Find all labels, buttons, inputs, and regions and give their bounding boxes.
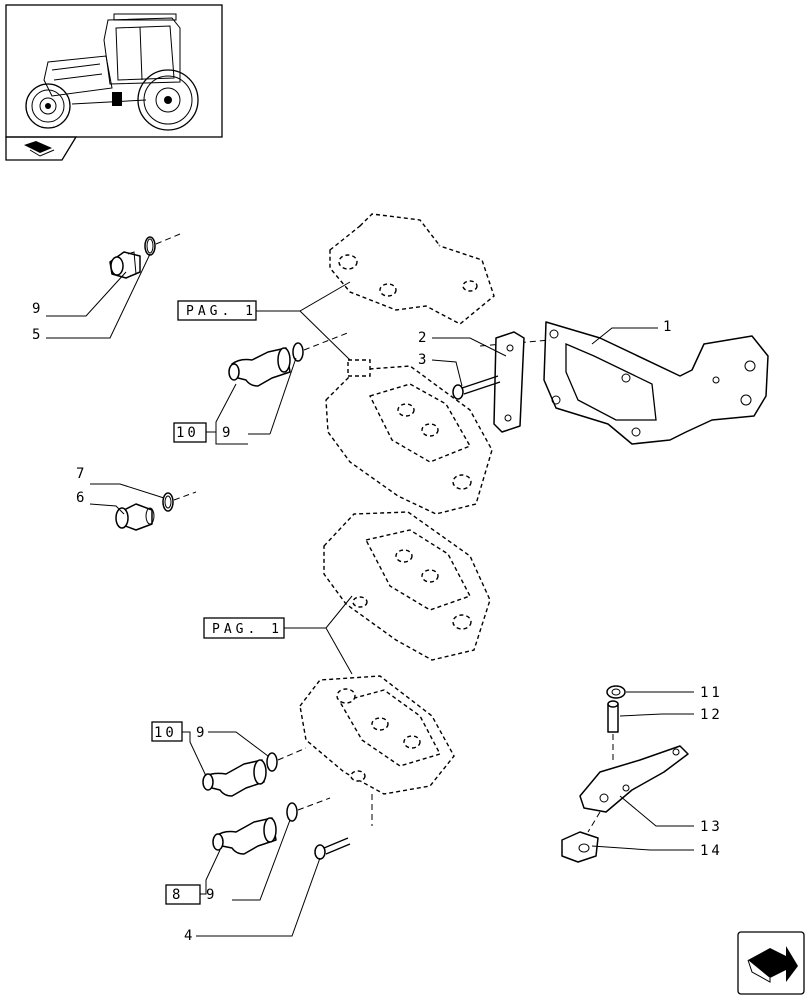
clip-part-11[interactable] bbox=[606, 685, 626, 699]
callout-4: 4 bbox=[184, 928, 195, 944]
callout-7: 7 bbox=[76, 466, 87, 482]
callout-14: 14 bbox=[700, 843, 723, 859]
callout-10-top: 10 bbox=[176, 425, 199, 441]
tractor-thumbnail bbox=[5, 4, 223, 138]
callout-9-bottom-upper: 9 bbox=[196, 725, 207, 741]
valve-section-bottom bbox=[299, 675, 455, 795]
callout-8: 8 bbox=[172, 887, 183, 903]
seal-ring-9-bottom-upper[interactable] bbox=[266, 752, 278, 772]
elbow-fitting-top[interactable] bbox=[228, 347, 291, 387]
callout-2: 2 bbox=[418, 330, 429, 346]
svg-text:PAG. 1: PAG. 1 bbox=[186, 304, 257, 319]
bolt-part-4[interactable] bbox=[314, 837, 351, 860]
callout-9-mid: 9 bbox=[222, 425, 233, 441]
valve-section-upper bbox=[325, 359, 493, 515]
svg-text:PAG. 1: PAG. 1 bbox=[212, 622, 283, 637]
callout-9-top: 9 bbox=[32, 301, 43, 317]
book-icon bbox=[5, 136, 78, 161]
seal-ring-7[interactable] bbox=[162, 492, 174, 512]
pag-ref-top[interactable]: PAG. 1 bbox=[177, 300, 257, 321]
seal-ring-9-bottom-lower[interactable] bbox=[286, 802, 298, 822]
callout-13: 13 bbox=[700, 819, 723, 835]
pin-part-12[interactable] bbox=[607, 700, 619, 733]
seal-ring-9-top[interactable] bbox=[144, 236, 156, 256]
plug-part-5[interactable] bbox=[109, 251, 141, 279]
callout-3: 3 bbox=[418, 352, 429, 368]
bracket-part-1[interactable] bbox=[543, 321, 769, 445]
callout-11: 11 bbox=[700, 685, 723, 701]
elbow-fitting-bottom-upper[interactable] bbox=[202, 759, 267, 797]
plate-part-2[interactable] bbox=[493, 331, 525, 433]
valve-section-lower bbox=[323, 511, 491, 661]
pag-ref-bottom[interactable]: PAG. 1 bbox=[203, 617, 285, 639]
top-valve-housing bbox=[329, 213, 495, 325]
callout-12: 12 bbox=[700, 707, 723, 723]
next-page-arrow-icon[interactable] bbox=[737, 931, 805, 995]
callout-5: 5 bbox=[32, 327, 43, 343]
callout-1: 1 bbox=[663, 319, 674, 335]
lever-part-13[interactable] bbox=[579, 745, 689, 813]
callout-10-bottom: 10 bbox=[154, 725, 177, 741]
elbow-fitting-bottom-lower[interactable] bbox=[212, 817, 277, 855]
block-part-14[interactable] bbox=[561, 831, 599, 863]
plug-part-6[interactable] bbox=[115, 503, 155, 531]
seal-ring-9-mid[interactable] bbox=[292, 342, 304, 362]
bolt-part-3[interactable] bbox=[452, 375, 501, 400]
callout-6: 6 bbox=[76, 490, 87, 506]
callout-9-bottom-lower: 9 bbox=[206, 887, 217, 903]
